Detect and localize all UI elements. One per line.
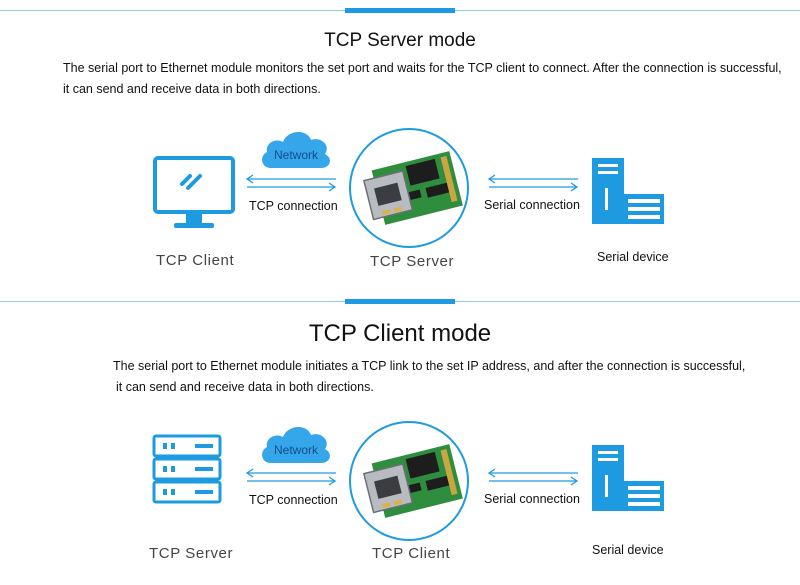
- ethernet-module-icon: [349, 421, 469, 541]
- cloud-label: Network: [274, 148, 319, 162]
- section-description-line2: it can send and receive data in both dir…: [116, 380, 374, 394]
- bidirectional-arrows-icon: [245, 468, 337, 486]
- cloud-icon: Network: [262, 131, 330, 168]
- server-rack-icon: [152, 434, 222, 504]
- bidirectional-arrows-icon: [487, 174, 579, 192]
- right-caption: Serial device: [592, 543, 664, 557]
- left-caption: TCP Client: [156, 252, 235, 269]
- ethernet-module-icon: [349, 128, 469, 248]
- right-link-label: Serial connection: [484, 492, 580, 506]
- left-link-label: TCP connection: [249, 493, 338, 507]
- section-title: TCP Server mode: [324, 30, 476, 51]
- middle-divider-accent: [345, 299, 455, 304]
- right-link-label: Serial connection: [484, 198, 580, 212]
- section-title: TCP Client mode: [308, 320, 492, 347]
- left-link-label: TCP connection: [249, 199, 338, 213]
- monitor-icon: [153, 156, 235, 228]
- serial-device-icon: [592, 445, 664, 511]
- section-description-line2: it can send and receive data in both dir…: [63, 82, 321, 96]
- right-caption: Serial device: [597, 250, 669, 264]
- left-caption: TCP Server: [149, 545, 234, 562]
- section-description-line1: The serial port to Ethernet module monit…: [63, 61, 782, 75]
- center-caption: TCP Client: [372, 545, 451, 562]
- center-caption: TCP Server: [370, 253, 455, 270]
- section-description-line1: The serial port to Ethernet module initi…: [113, 359, 746, 373]
- bidirectional-arrows-icon: [245, 174, 337, 192]
- top-divider-accent: [345, 8, 455, 13]
- serial-device-icon: [592, 158, 664, 224]
- bidirectional-arrows-icon: [487, 468, 579, 486]
- cloud-label: Network: [274, 443, 319, 457]
- cloud-icon: Network: [262, 426, 330, 463]
